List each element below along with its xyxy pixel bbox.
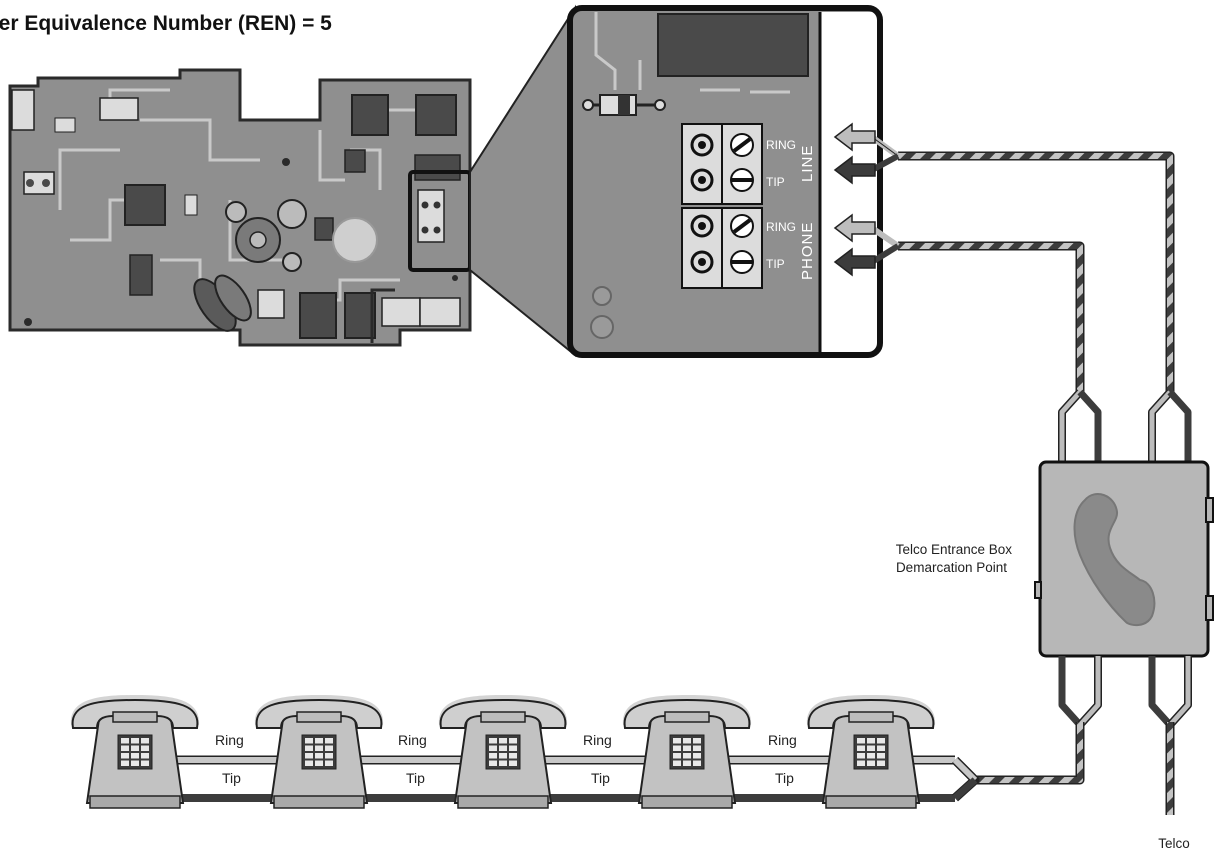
- line-ring-label: RING: [766, 138, 796, 152]
- entrance-box-label-2: Demarcation Point: [896, 560, 1007, 575]
- telephones: [70, 695, 936, 809]
- zoomed-terminal-panel: RING TIP RING TIP LINE PHONE: [567, 5, 883, 358]
- arrow-left-icon: [833, 247, 876, 277]
- terminal-small: [23, 171, 55, 195]
- arrow-left-icon: [833, 155, 876, 185]
- board-terminal-strip-1: [381, 297, 421, 327]
- line-wires: [898, 151, 1175, 395]
- wire-label-ring-2: Ring: [398, 732, 427, 748]
- relay-1: [351, 94, 389, 136]
- diagram-title: Ringer Equivalence Number (REN) = 5: [0, 12, 332, 35]
- transformer-2: [344, 292, 376, 339]
- telephone-icon: [254, 695, 384, 809]
- wire-label-tip-3: Tip: [591, 770, 610, 786]
- regulator: [129, 254, 153, 296]
- telephone-icon: [438, 695, 568, 809]
- wire-label-tip-4: Tip: [775, 770, 794, 786]
- dip-switch: [11, 89, 35, 131]
- phone-label: PHONE: [799, 222, 816, 280]
- arrow-left-icon: [833, 213, 876, 243]
- box-bottom-branches: [975, 656, 1192, 815]
- entrance-box-label-1: Telco Entrance Box: [896, 542, 1013, 557]
- line-terminal-block: [681, 123, 763, 205]
- transistor: [314, 217, 334, 241]
- terminal-arrows: [833, 122, 900, 277]
- wire-label-tip-1: Tip: [222, 770, 241, 786]
- board-terminal-strip-2: [419, 297, 461, 327]
- box-top-branches: [1058, 389, 1192, 462]
- wire-label-ring-3: Ring: [583, 732, 612, 748]
- processor-chip: [124, 184, 166, 226]
- phone-terminal-block: [681, 207, 763, 289]
- telephone-icon: [622, 695, 752, 809]
- wire-label-tip-2: Tip: [406, 770, 425, 786]
- telco-entrance-box: [1034, 460, 1214, 658]
- control-panel-board: [8, 68, 472, 347]
- telco-label: Telco: [1158, 836, 1190, 851]
- wire-label-ring-1: Ring: [215, 732, 244, 748]
- zoom-projection: [469, 4, 576, 358]
- telephone-icon: [806, 695, 936, 809]
- chip-small: [344, 149, 366, 173]
- phone-tip-label: TIP: [766, 257, 785, 271]
- wire-label-ring-4: Ring: [768, 732, 797, 748]
- phone-ring-label: RING: [766, 220, 796, 234]
- line-label: LINE: [799, 145, 816, 182]
- telephone-handset-icon: [1073, 493, 1156, 627]
- line-tip-label: TIP: [766, 175, 785, 189]
- telephone-icon: [70, 695, 200, 809]
- transformer-1: [299, 292, 337, 339]
- relay-3: [414, 154, 461, 181]
- battery-cap: [332, 217, 378, 263]
- relay-2: [415, 94, 457, 136]
- arrow-left-icon: [833, 122, 876, 152]
